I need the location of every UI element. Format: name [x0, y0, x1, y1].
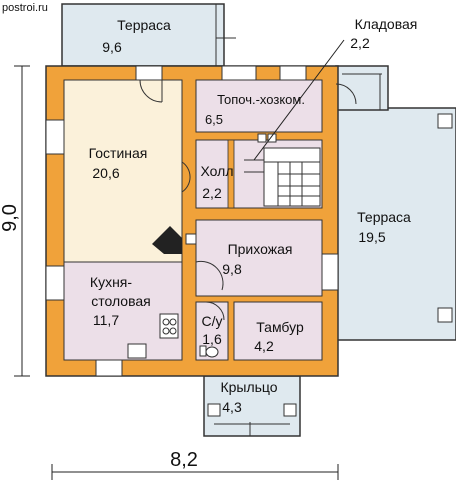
hall-inner-wall [227, 139, 235, 209]
height-dimension: 9,0 [0, 204, 21, 232]
entrance-area: 9,8 [222, 261, 242, 277]
terrace-right-post-bottom [437, 307, 453, 323]
room-entrance [195, 219, 323, 297]
vestibule-area: 4,2 [254, 338, 274, 354]
terrace-top [61, 3, 225, 67]
furnace-name: Топоч.-хозком. [217, 92, 305, 107]
width-dimension-line [51, 464, 339, 480]
kitchen-name-line2: столовая [91, 293, 151, 309]
room-vestibule [233, 301, 323, 361]
windows [45, 65, 339, 377]
kitchen-area: 11,7 [93, 312, 119, 328]
room-kitchen [63, 261, 183, 361]
staircase [244, 147, 321, 207]
hall-area: 2,2 [202, 185, 222, 201]
bathroom-fixtures [199, 345, 219, 358]
kitchen-name-line1: Кухня- [90, 274, 132, 290]
bathroom-name: С/у [202, 313, 223, 329]
height-dimension-line [14, 65, 30, 377]
terrace-right-name: Терраса [357, 209, 411, 225]
chimney-vent-3 [185, 233, 197, 245]
kitchen-appliances [127, 313, 179, 359]
entrance-name: Прихожая [228, 241, 293, 257]
hall-name: Холл [201, 163, 234, 179]
fireplace [152, 226, 182, 254]
porch-post-right [283, 403, 297, 417]
room-living [63, 79, 183, 263]
storage-area: 2,2 [350, 35, 370, 51]
room-furnace [195, 79, 323, 133]
chimney-vent-1 [257, 133, 267, 143]
watermark: postroi.ru [2, 2, 48, 14]
doors [139, 79, 357, 321]
porch-post-left [207, 403, 221, 417]
terrace-right-area: 19,5 [358, 229, 385, 245]
width-dimension: 8,2 [170, 449, 198, 471]
terrace-right-post-top [437, 113, 453, 129]
porch-area: 4,3 [222, 399, 242, 415]
living-area: 20,6 [92, 165, 119, 181]
porch-name: Крыльцо [220, 379, 277, 395]
bathroom-area: 1,6 [202, 331, 222, 347]
terrace-top-area: 9,6 [102, 39, 122, 55]
chimney-vent-2 [267, 133, 277, 143]
storage-name: Кладовая [355, 16, 418, 32]
living-name: Гостиная [89, 145, 148, 161]
furnace-area: 6,5 [205, 112, 223, 127]
vestibule-name: Тамбур [256, 319, 304, 335]
terrace-top-name: Терраса [117, 17, 171, 33]
storage [335, 65, 389, 111]
storage-leader-line [253, 39, 345, 161]
